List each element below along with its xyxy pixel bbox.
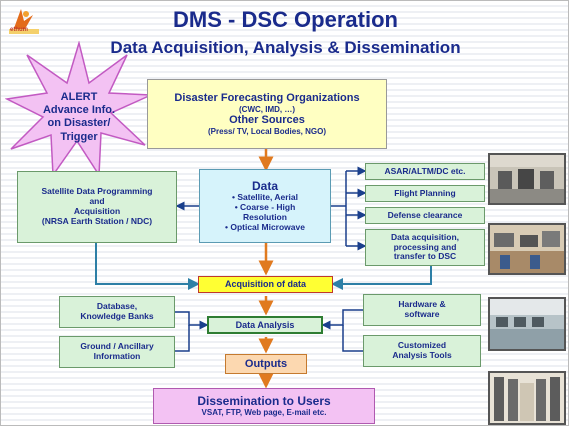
defense-clearance-box: Defense clearance (365, 207, 485, 224)
flight-planning-box: Flight Planning (365, 185, 485, 202)
database-box: Database, Knowledge Banks (59, 296, 175, 328)
ground-ancillary-box: Ground / Ancillary Information (59, 336, 175, 368)
acquisition-of-data-box: Acquisition of data (198, 276, 333, 293)
customized-analysis-box: Customized Analysis Tools (363, 335, 481, 367)
hardware-software-box: Hardware & software (363, 294, 481, 326)
alert-star: ALERT Advance Info. on Disaster/ Trigger (4, 40, 153, 179)
data-acq-line-3: transfer to DSC (393, 251, 457, 262)
alert-line-3: on Disaster/ (47, 117, 111, 130)
alert-line-2: Advance Info. (42, 104, 116, 117)
photo-control-room (488, 153, 566, 205)
logo-text: ethum (10, 27, 28, 33)
asar-box: ASAR/ALTM/DC etc. (365, 163, 485, 180)
data-item: • Satellite, Aerial (232, 192, 298, 203)
photo-computer-lab (488, 223, 566, 275)
page-title: DMS - DSC Operation (173, 7, 398, 32)
sat-prog-line-3: Acquisition (73, 206, 121, 216)
hardware-line-1: Hardware & (398, 299, 446, 310)
page-subtitle: Data Acquisition, Analysis & Disseminati… (110, 38, 461, 57)
sat-prog-line-1: Satellite Data Programming (41, 186, 153, 197)
database-line-1: Database, (96, 301, 138, 312)
outputs-box: Outputs (225, 354, 307, 374)
database-line-2: Knowledge Banks (80, 311, 154, 321)
alert-line-1: ALERT (60, 91, 98, 103)
forecasting-title: Disaster Forecasting Organizations (174, 92, 360, 105)
hardware-line-2: software (404, 309, 440, 319)
forecasting-orgs: (CWC, IMD, …) (239, 104, 295, 114)
data-item: • Coarse - High (234, 202, 296, 213)
data-box: Data • Satellite, Aerial • Coarse - High… (199, 169, 331, 243)
photo-analysis-room (488, 297, 566, 351)
ground-line-1: Ground / Ancillary (80, 341, 154, 352)
ground-line-2: Information (93, 351, 141, 361)
data-item: Resolution (243, 211, 287, 222)
logo: ethum (7, 5, 41, 35)
dissemination-box: Dissemination to Users VSAT, FTP, Web pa… (153, 388, 375, 424)
other-sources-title: Other Sources (229, 114, 305, 126)
dissemination-title: Dissemination to Users (197, 393, 331, 408)
sat-prog-line-4: (NRSA Earth Station / NDC) (41, 215, 153, 226)
data-analysis-box: Data Analysis (207, 316, 323, 334)
customized-line-2: Analysis Tools (392, 350, 452, 360)
sat-prog-line-2: and (89, 196, 105, 207)
alert-text: ALERT Advance Info. on Disaster/ Trigger (27, 91, 131, 144)
customized-line-1: Customized (397, 340, 447, 351)
disaster-forecasting-box: Disaster Forecasting Organizations (CWC,… (147, 79, 387, 149)
data-acquisition-box: Data acquisition, processing and transfe… (365, 229, 485, 266)
data-acq-line-2: processing and (393, 241, 457, 252)
dissemination-subtitle: VSAT, FTP, Web page, E-mail etc. (201, 408, 327, 418)
data-item: • Optical Microwave (225, 221, 305, 232)
data-acq-line-1: Data acquisition, (390, 231, 459, 242)
alert-line-4: Trigger (60, 130, 98, 143)
photo-server-room (488, 371, 566, 425)
data-title: Data (251, 178, 278, 193)
satellite-programming-box: Satellite Data Programming and Acquisiti… (17, 171, 177, 243)
other-sources-list: (Press/ TV, Local Bodies, NGO) (208, 126, 326, 136)
